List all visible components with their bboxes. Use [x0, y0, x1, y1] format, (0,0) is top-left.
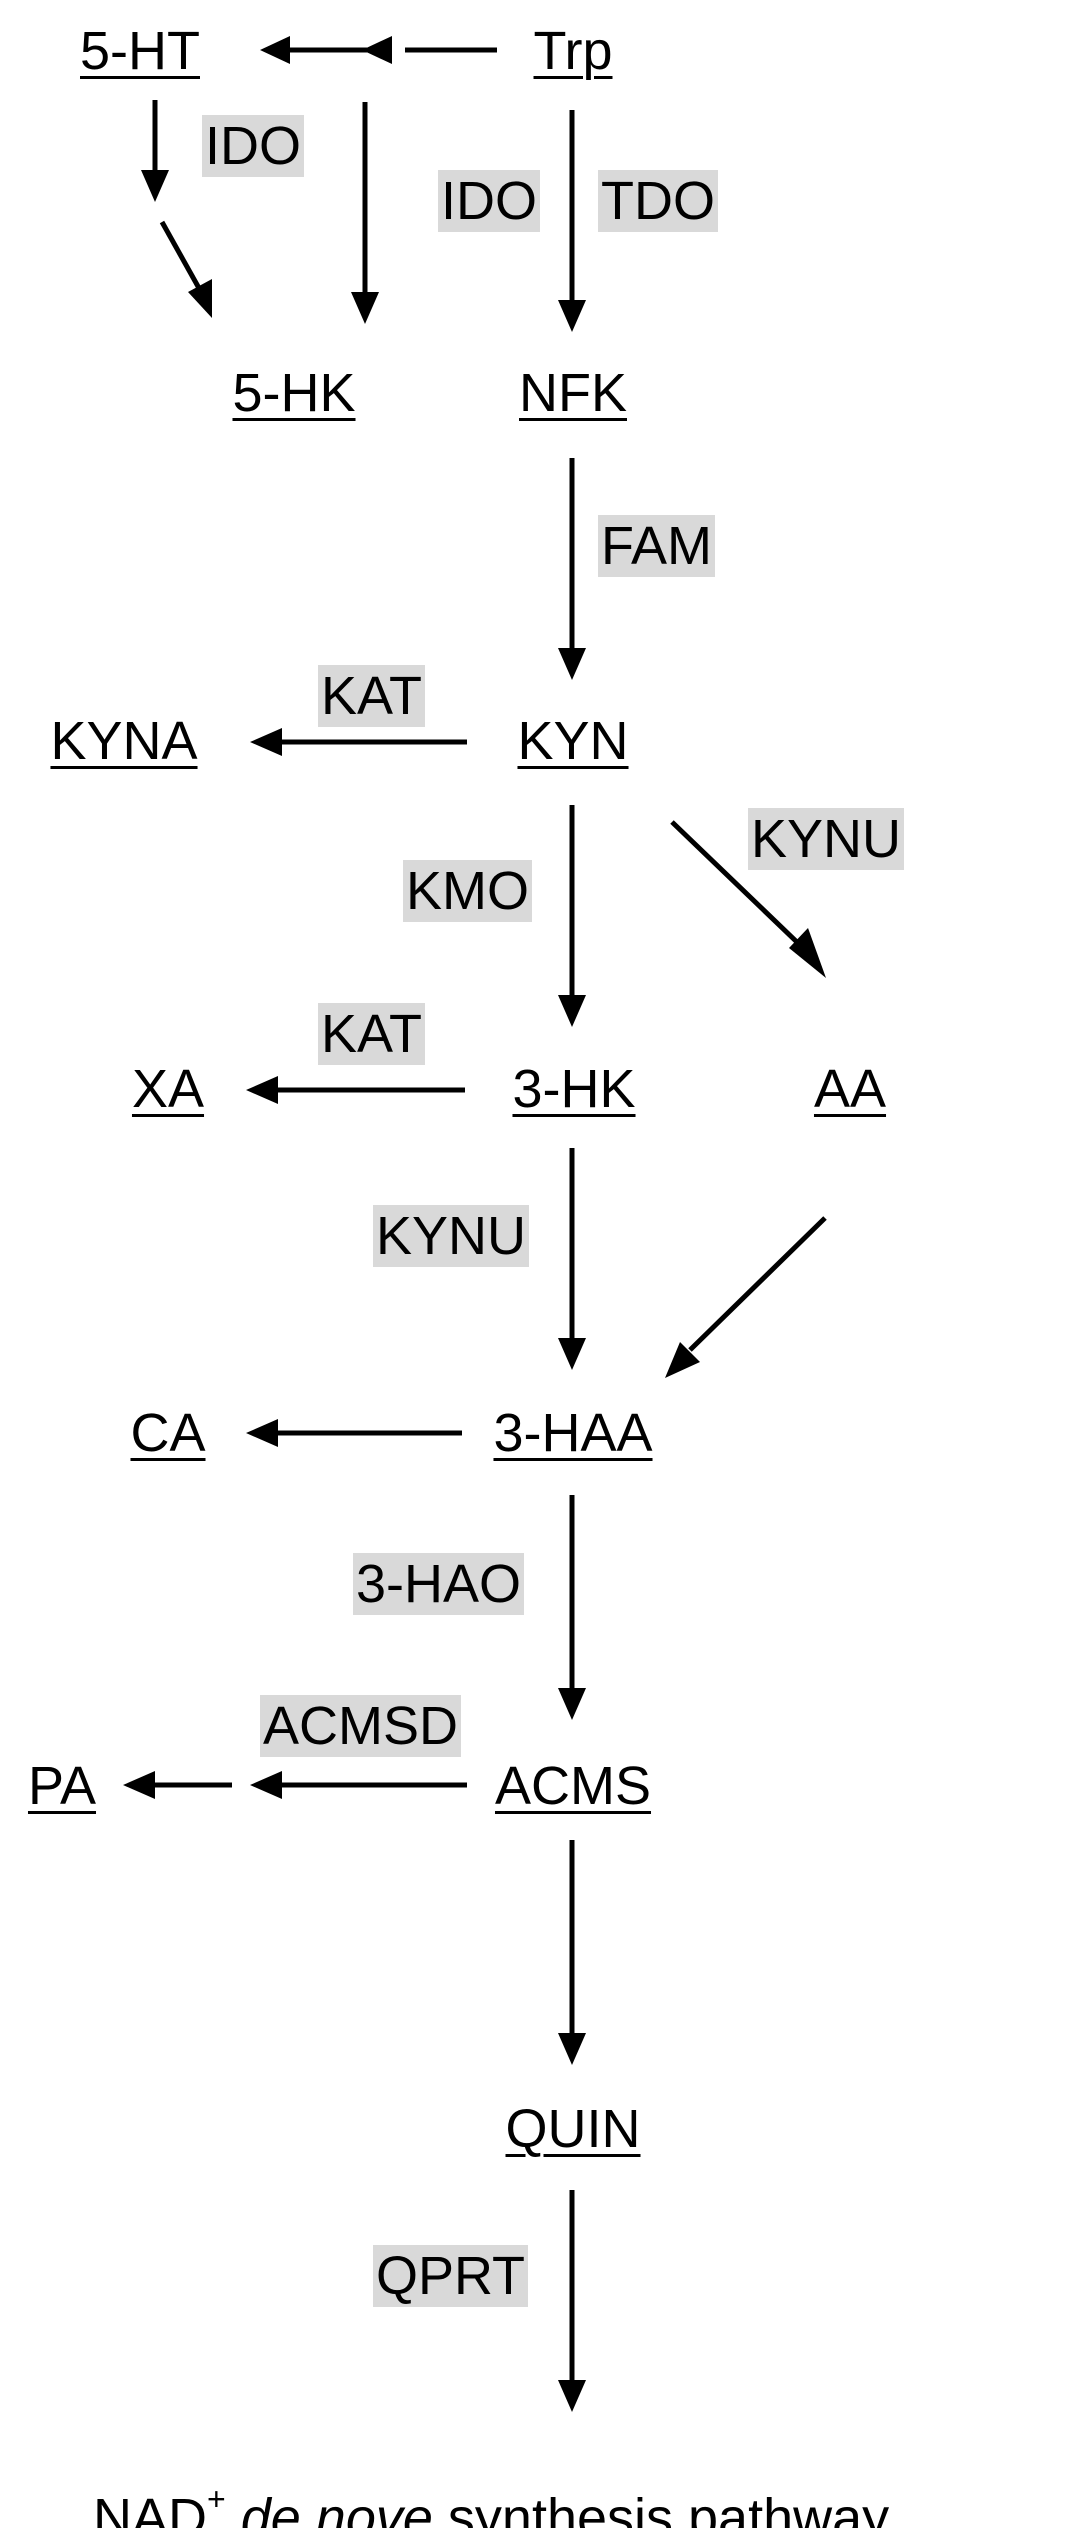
arrowhead-5ht-down — [141, 170, 169, 202]
arrow-aa-to-3haa — [688, 1216, 827, 1352]
metabolite-3haa: 3-HAA — [493, 1403, 653, 1463]
enzyme-tdo: TDO — [598, 170, 718, 232]
nad-superscript: + — [207, 2481, 226, 2517]
enzyme-ido-center: IDO — [438, 170, 541, 232]
arrowhead-kyna — [250, 728, 282, 756]
metabolite-pa: PA — [27, 1756, 97, 1816]
enzyme-fam: FAM — [598, 515, 716, 577]
arrowhead-3haa — [558, 1338, 586, 1370]
nad-suffix: synthesis pathway — [447, 2488, 890, 2528]
arrowhead-nad — [558, 2380, 586, 2412]
metabolite-5hk: 5-HK — [232, 363, 356, 423]
arrowhead-pa — [123, 1771, 155, 1799]
metabolite-xa: XA — [131, 1059, 205, 1119]
arrowhead-5hk-diag — [188, 279, 212, 318]
arrowhead-5hk — [351, 292, 379, 324]
metabolite-kyna: KYNA — [50, 711, 198, 771]
arrowhead-ca — [246, 1419, 278, 1447]
nad-italic: de nove — [240, 2488, 433, 2528]
arrowhead-mid — [362, 36, 392, 64]
nad-prefix: NAD — [93, 2488, 208, 2528]
arrowhead-aa — [789, 928, 826, 978]
arrowhead-acms — [558, 1688, 586, 1720]
arrowhead-nfk — [558, 300, 586, 332]
enzyme-3hao: 3-HAO — [353, 1553, 525, 1615]
arrow-5ht-to-5hk-diag — [159, 220, 203, 292]
metabolite-acms: ACMS — [494, 1756, 652, 1816]
enzyme-ido-left: IDO — [202, 115, 305, 177]
enzyme-acmsd: ACMSD — [260, 1695, 462, 1757]
enzyme-kynu-3haa: KYNU — [373, 1205, 530, 1267]
metabolite-aa: AA — [813, 1059, 887, 1119]
enzyme-kynu-aa: KYNU — [748, 808, 905, 870]
arrowhead-xa — [246, 1076, 278, 1104]
enzyme-qprt: QPRT — [373, 2245, 529, 2307]
arrowhead-5ht — [260, 36, 290, 64]
metabolite-5ht: 5-HT — [80, 21, 200, 81]
nad-synthesis-label: NAD+ de nove synthesis pathway — [93, 2483, 890, 2528]
enzyme-kmo: KMO — [403, 860, 533, 922]
metabolite-nfk: NFK — [519, 363, 627, 423]
metabolite-quin: QUIN — [505, 2099, 641, 2159]
arrowhead-quin — [558, 2033, 586, 2065]
arrow-kyn-to-aa — [670, 820, 802, 947]
arrowhead-3hk — [558, 995, 586, 1027]
enzyme-kat-kyna: KAT — [318, 665, 426, 727]
metabolite-ca: CA — [130, 1403, 206, 1463]
enzyme-kat-xa: KAT — [318, 1003, 426, 1065]
metabolite-3hk: 3-HK — [512, 1059, 636, 1119]
metabolite-trp: Trp — [533, 21, 613, 81]
metabolite-kyn: KYN — [517, 711, 629, 771]
arrowhead-acms-mid — [250, 1771, 282, 1799]
arrowhead-aa-3haa — [665, 1342, 700, 1378]
arrowhead-kyn — [558, 648, 586, 680]
